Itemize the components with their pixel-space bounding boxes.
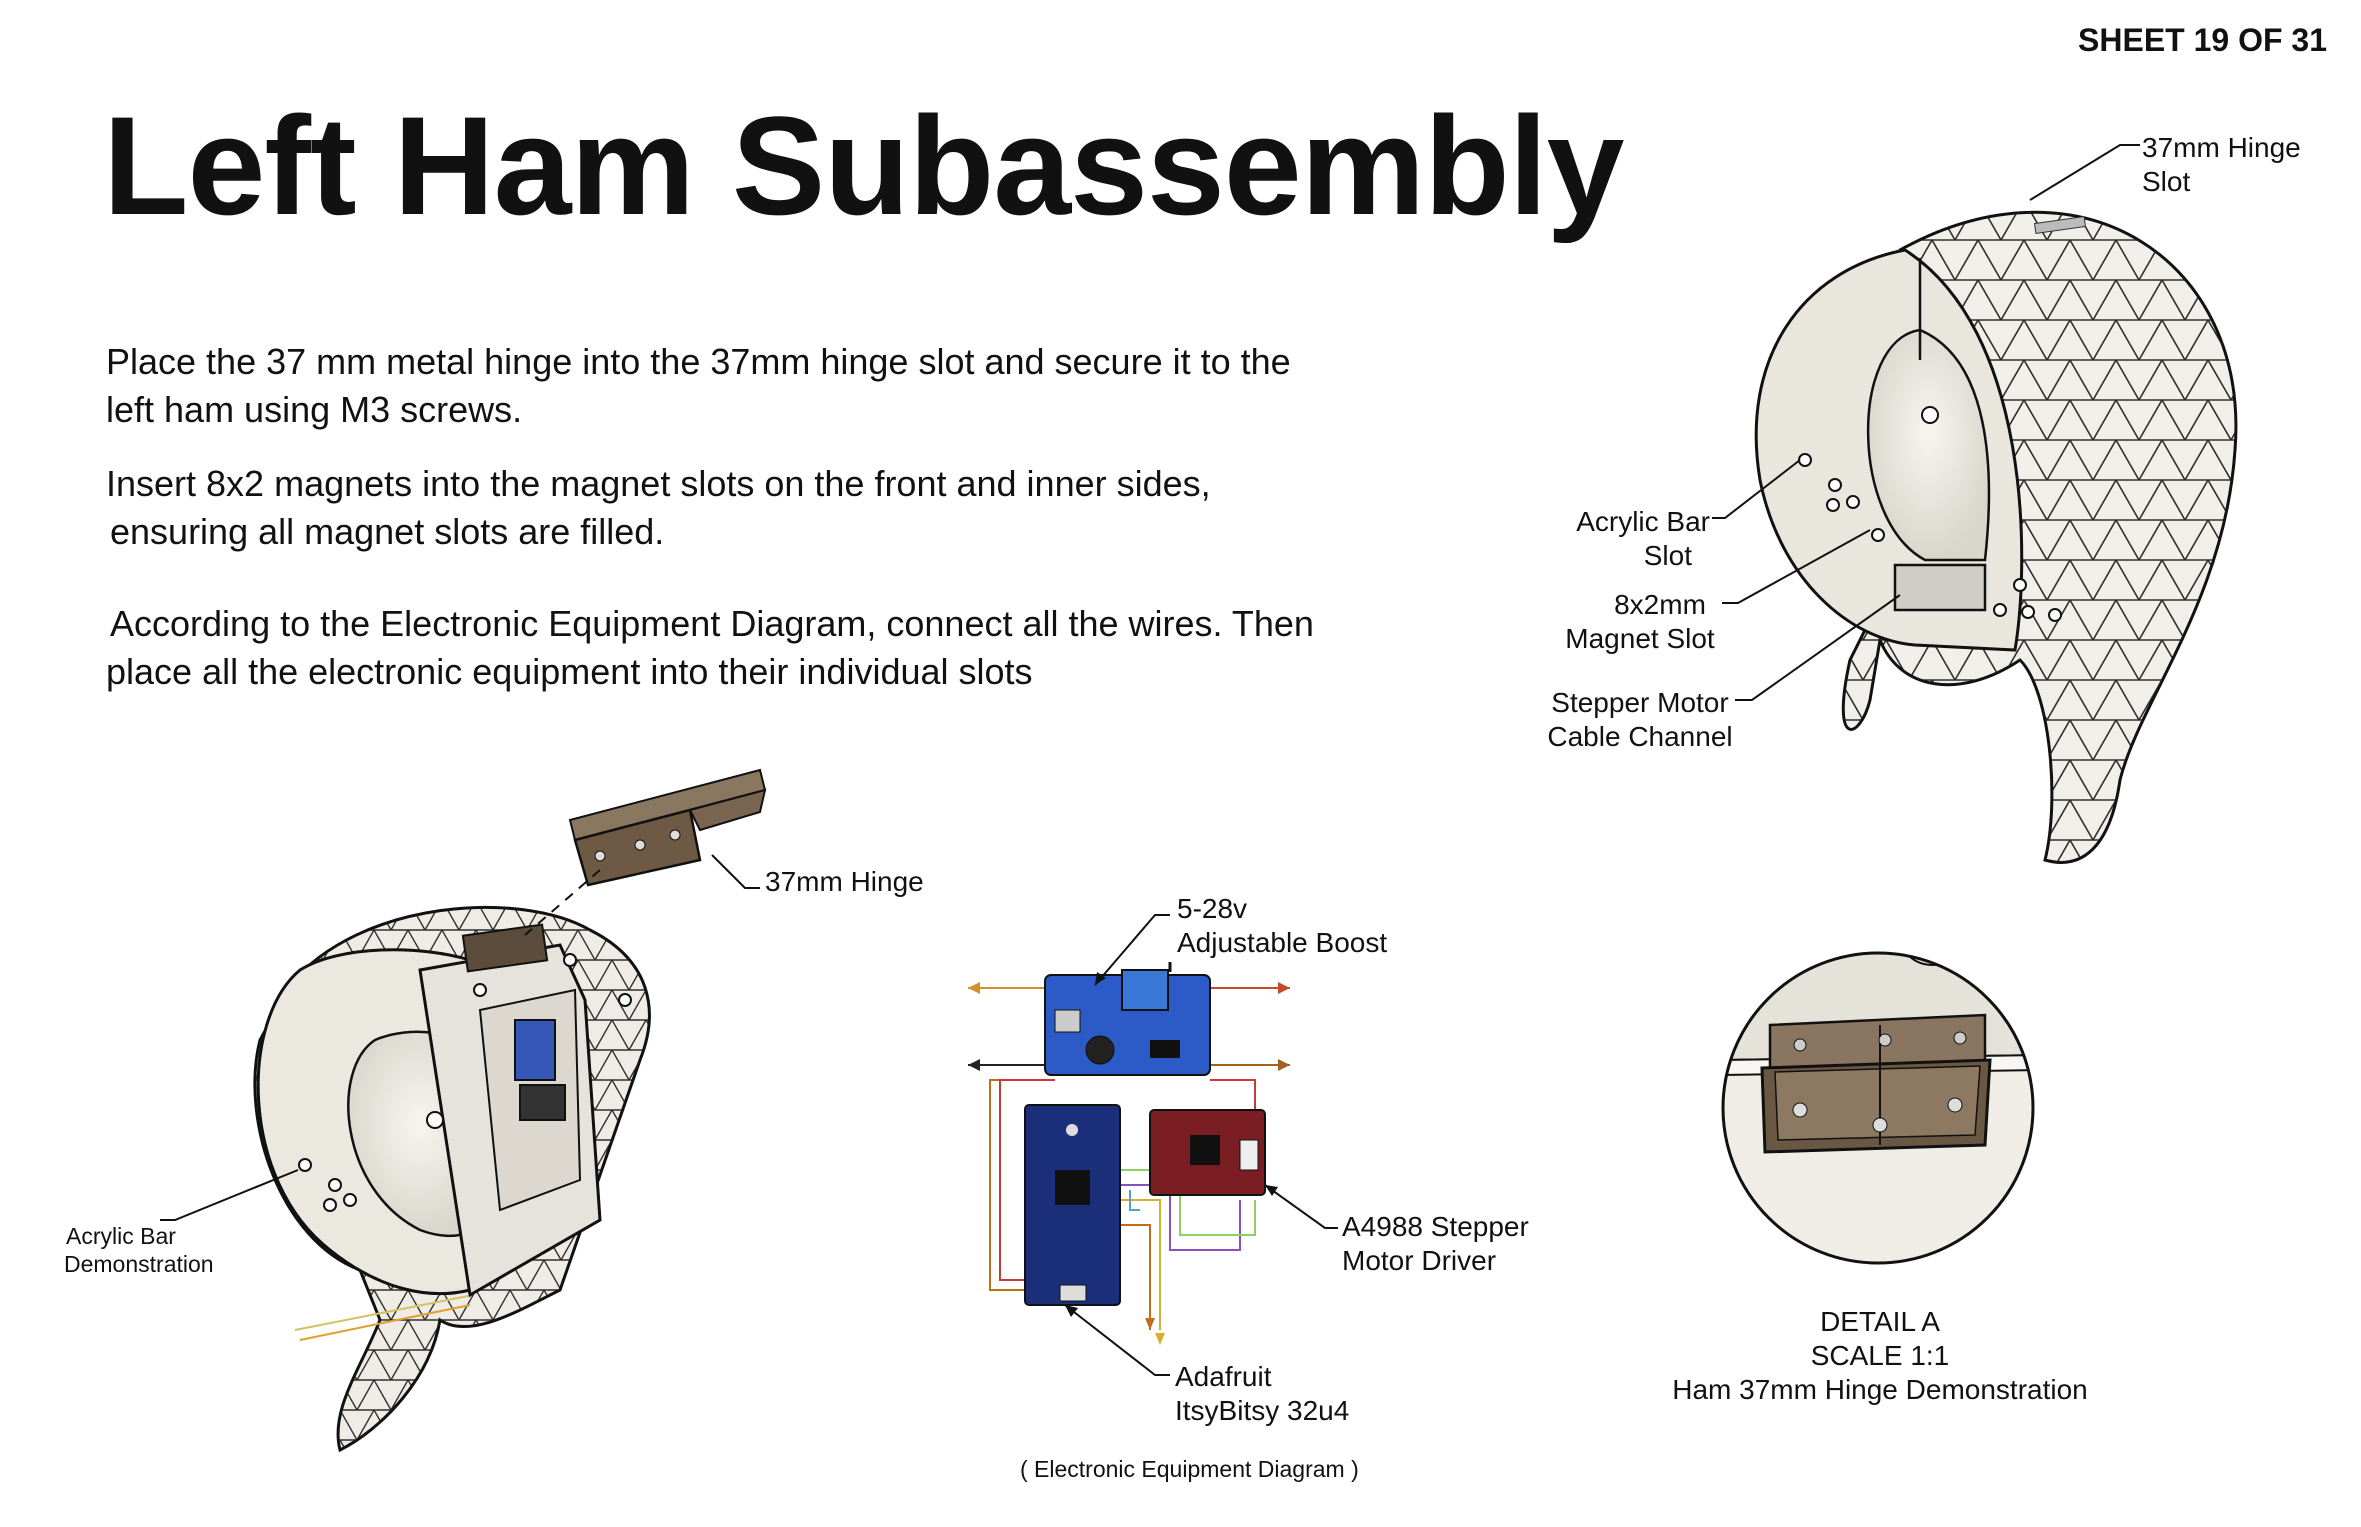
label-line: Stepper Motor (1551, 687, 1729, 718)
instruction-line: Place the 37 mm metal hinge into the 37m… (106, 341, 1291, 382)
label-line: Motor Driver (1342, 1245, 1497, 1276)
detail-a-caption: DETAIL A SCALE 1:1 Ham 37mm Hinge Demons… (1600, 1305, 2160, 1407)
label-line: Adafruit (1175, 1361, 1272, 1392)
label-line: Slot (1643, 540, 1692, 571)
label-line: Cable Channel (1547, 721, 1733, 752)
label-microcontroller: Adafruit ItsyBitsy 32u4 (1175, 1360, 1349, 1428)
detail-a-view (1721, 951, 2035, 1265)
ham-top-right-view (1712, 144, 2238, 864)
ham-bottom-left-view (160, 768, 767, 1453)
label-line: Slot (2142, 166, 2191, 197)
label-line: Ham 37mm Hinge Demonstration (1672, 1374, 2088, 1405)
label-boost-converter: 5-28v Adjustable Boost (1177, 892, 1387, 960)
label-line: Acrylic Bar (1576, 506, 1710, 537)
instruction-line: According to the Electronic Equipment Di… (110, 603, 1314, 644)
label-hinge: 37mm Hinge (765, 866, 924, 897)
label-line: DETAIL A (1820, 1306, 1940, 1337)
instruction-line: ensuring all magnet slots are filled. (110, 511, 665, 552)
sheet-number: SHEET 19 OF 31 (2078, 22, 2327, 58)
instruction-line: Insert 8x2 magnets into the magnet slots… (106, 463, 1211, 504)
electronics-caption: ( Electronic Equipment Diagram ) (1020, 1456, 1359, 1482)
label-line: 5-28v (1177, 893, 1248, 924)
label-line: A4988 Stepper (1342, 1211, 1529, 1242)
label-line: ItsyBitsy 32u4 (1175, 1395, 1350, 1426)
label-stepper-driver: A4988 Stepper Motor Driver (1342, 1210, 1529, 1278)
instruction-line: place all the electronic equipment into … (106, 651, 1033, 692)
instruction-wiring: According to the Electronic Equipment Di… (106, 600, 1486, 696)
label-line: 8x2mm (1614, 589, 1706, 620)
label-line: Acrylic Bar (66, 1223, 176, 1249)
label-acrylic-slot: Acrylic Bar Slot (1530, 505, 1710, 573)
electronics-diagram (968, 914, 1338, 1376)
label-line: Adjustable Boost (1177, 927, 1388, 958)
label-acrylic-demo: Acrylic Bar Demonstration (64, 1222, 214, 1278)
instruction-line: left ham using M3 screws. (106, 389, 523, 430)
label-line: Magnet Slot (1565, 623, 1715, 654)
label-cable-channel: Stepper Motor Cable Channel (1530, 686, 1750, 754)
page-title: Left Ham Subassembly (103, 87, 1624, 244)
instruction-hinge: Place the 37 mm metal hinge into the 37m… (106, 338, 1486, 434)
label-hinge-slot: 37mm Hinge Slot (2142, 131, 2301, 199)
instruction-magnets: Insert 8x2 magnets into the magnet slots… (106, 460, 1486, 556)
label-line: 37mm Hinge (2142, 132, 2301, 163)
label-line: SCALE 1:1 (1810, 1340, 1950, 1371)
label-magnet-slot: 8x2mm Magnet Slot (1545, 588, 1735, 656)
label-line: Demonstration (64, 1251, 214, 1277)
